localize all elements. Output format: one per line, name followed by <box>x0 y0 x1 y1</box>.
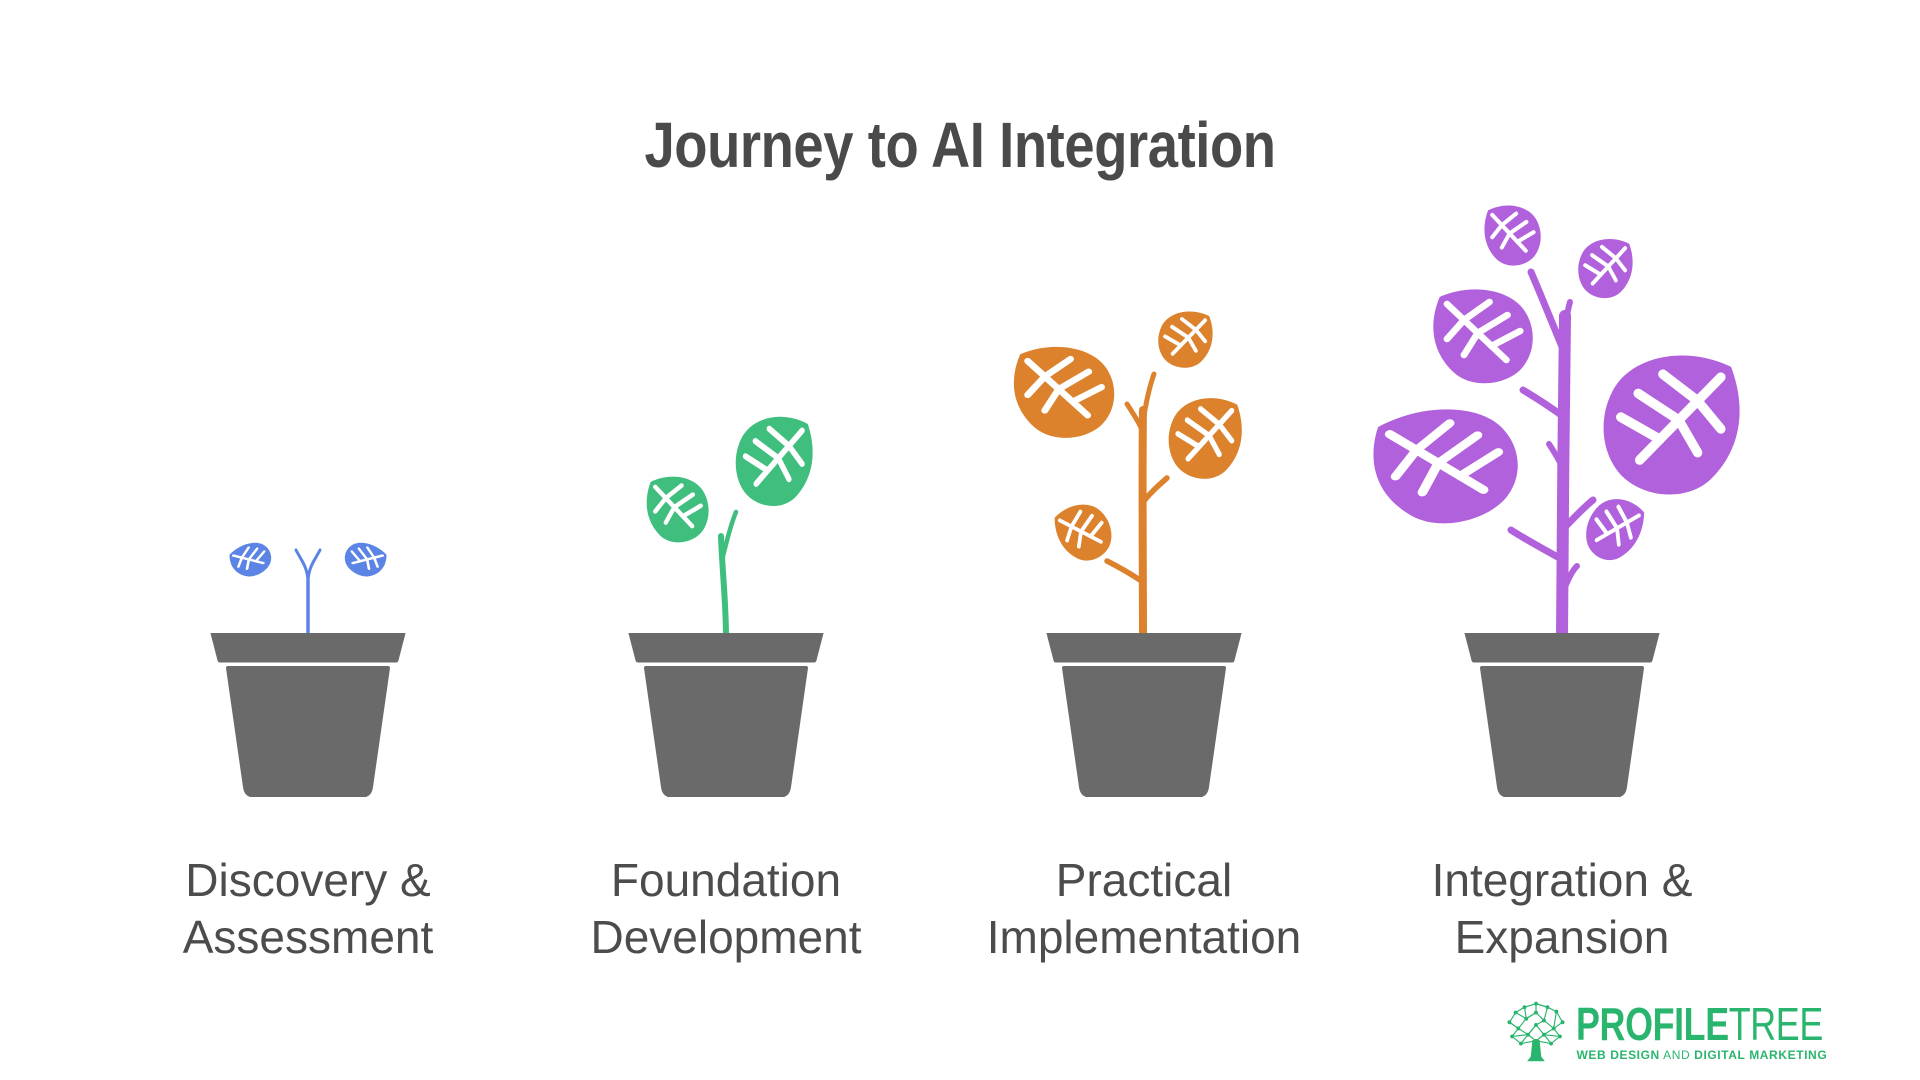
sprout-plant <box>224 535 392 639</box>
plant-stage-3-young-plant <box>935 309 1353 800</box>
logo-brand-tree: TREE <box>1729 998 1824 1050</box>
young-plant <box>1014 309 1242 641</box>
leaf-icon <box>338 535 392 585</box>
stem-spike <box>1124 401 1146 435</box>
leaf-icon <box>736 417 813 506</box>
stage-label-line1: Foundation <box>610 854 842 906</box>
leaf-icon <box>647 477 709 543</box>
leaf-icon <box>1157 309 1215 370</box>
pot-icon <box>631 633 821 796</box>
leaf-icon <box>1604 356 1740 495</box>
plant-stage-1-sprout <box>99 535 517 800</box>
stem-branch <box>1562 299 1573 341</box>
stem-branch <box>1104 558 1146 585</box>
stage-label: Discovery & Assessment <box>183 852 434 966</box>
stem-branch <box>1560 496 1597 532</box>
stem-fork-right <box>306 548 322 585</box>
stage-label: Foundation Development <box>590 852 861 966</box>
pot-icon <box>213 633 403 796</box>
leaf-icon <box>1169 398 1242 479</box>
stage-label-line2: Expansion <box>1454 911 1670 963</box>
stage-discovery-assessment: Discovery & Assessment <box>99 140 517 966</box>
profiletree-tree-icon <box>1507 1001 1565 1062</box>
logo-tagline: WEB DESIGN AND DIGITAL MARKETING <box>1576 1048 1893 1062</box>
leaf-icon <box>1484 206 1540 266</box>
stem-branch <box>1140 371 1157 425</box>
stages-row: Discovery & Assessment Foundation Develo… <box>99 140 1771 966</box>
stem-fork-left <box>294 548 310 585</box>
stage-label-line2: Development <box>590 911 862 963</box>
logo-text: PROFILETREE WEB DESIGN AND DIGITAL MARKE… <box>1576 1001 1893 1062</box>
stage-foundation-development: Foundation Development <box>517 140 935 966</box>
stage-label: Practical Implementation <box>987 852 1302 966</box>
stage-label: Integration & Expansion <box>1432 852 1693 966</box>
leaf-icon <box>1047 494 1121 571</box>
pot-icon <box>1467 633 1657 796</box>
leaf-icon <box>1014 347 1114 438</box>
stage-label-line1: Integration & <box>1431 854 1693 906</box>
stem-branch <box>1507 526 1567 564</box>
stage-label-line2: Assessment <box>182 911 434 963</box>
page-title: Journey to AI Integration <box>644 109 1276 181</box>
stage-integration-expansion: Integration & Expansion <box>1353 140 1771 966</box>
logo-brand-profile: PROFILE <box>1576 998 1730 1050</box>
stem-branch <box>1560 563 1580 595</box>
logo-tagline-web-design: WEB DESIGN <box>1576 1048 1660 1062</box>
logo-tagline-and: AND <box>1663 1048 1691 1062</box>
stem-branch <box>1519 386 1568 421</box>
logo-tagline-digital-marketing: DIGITAL MARKETING <box>1694 1048 1828 1062</box>
plant-stage-2-seedling <box>517 140 935 800</box>
stage-label-line1: Practical <box>1055 854 1233 906</box>
mature-plant <box>1368 206 1740 643</box>
leaf-icon <box>224 535 278 585</box>
stem-branch <box>719 509 739 563</box>
pot-icon <box>1049 633 1239 796</box>
plant-stage-4-mature-plant <box>1353 140 1771 800</box>
stage-label-line1: Discovery & <box>185 854 431 906</box>
seedling-plant <box>647 417 813 640</box>
stem-branch <box>1527 268 1569 358</box>
leaf-icon <box>1433 289 1532 383</box>
stem <box>718 533 729 640</box>
leaf-icon <box>1368 399 1525 532</box>
logo-brand: PROFILETREE <box>1576 1001 1823 1047</box>
stage-practical-implementation: Practical Implementation <box>935 140 1353 966</box>
profiletree-logo: PROFILETREE WEB DESIGN AND DIGITAL MARKE… <box>1505 999 1893 1065</box>
stem-branch <box>1140 475 1170 505</box>
leaf-icon <box>1578 239 1632 298</box>
stage-label-line2: Implementation <box>986 911 1302 963</box>
stem-spike <box>1546 441 1567 473</box>
